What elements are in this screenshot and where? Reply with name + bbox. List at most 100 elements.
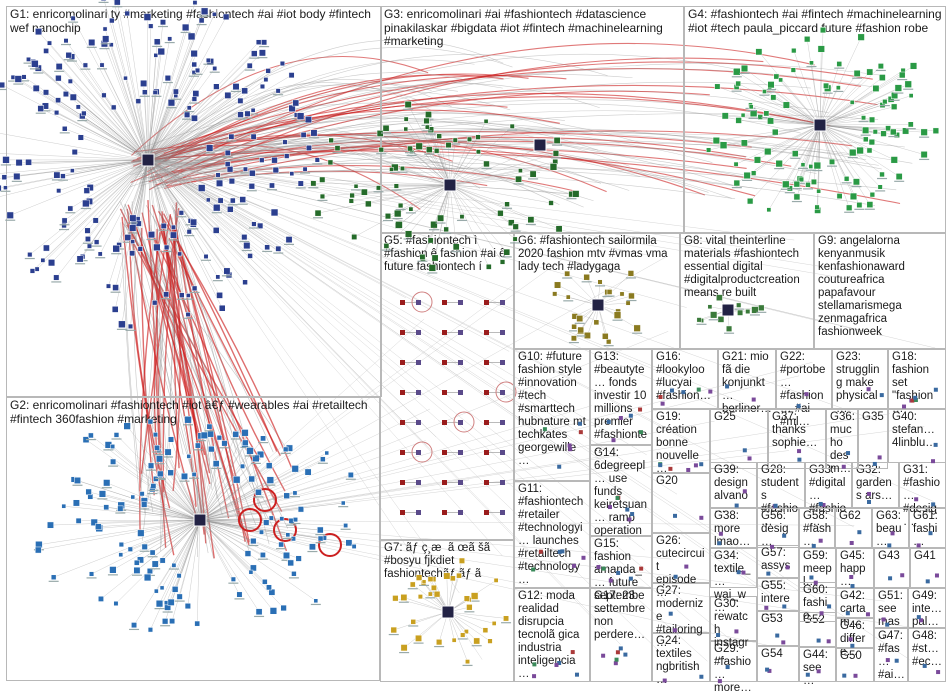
g1-node[interactable] <box>315 158 320 163</box>
g48-node[interactable] <box>923 664 927 668</box>
g2-node[interactable] <box>279 542 284 547</box>
g2-node[interactable] <box>148 419 153 424</box>
g3-node[interactable] <box>361 189 367 195</box>
g6-node[interactable] <box>626 301 630 305</box>
g3-node[interactable] <box>550 163 557 170</box>
g1-node[interactable] <box>213 227 219 233</box>
g13-node[interactable] <box>639 430 643 434</box>
g1-node[interactable] <box>192 286 197 291</box>
g6-hub-node[interactable] <box>592 299 604 311</box>
g1-node[interactable] <box>55 98 60 103</box>
g5-node[interactable] <box>484 510 489 515</box>
g7-node[interactable] <box>452 638 456 642</box>
g4-node[interactable] <box>801 163 805 167</box>
g7-node[interactable] <box>450 576 455 581</box>
g2-node[interactable] <box>208 446 214 452</box>
g37-node[interactable] <box>797 458 801 462</box>
g2-node[interactable] <box>242 429 249 436</box>
g4-node[interactable] <box>908 122 913 127</box>
g38-node[interactable] <box>717 541 721 545</box>
g4-node[interactable] <box>715 84 720 89</box>
g2-node[interactable] <box>35 547 41 553</box>
g4-node[interactable] <box>776 160 783 167</box>
g60-node[interactable] <box>820 611 824 615</box>
g1-node[interactable] <box>144 14 151 21</box>
g1-node[interactable] <box>164 245 169 250</box>
g1-node[interactable] <box>259 158 264 163</box>
g54-node[interactable] <box>765 668 769 672</box>
g2-node[interactable] <box>242 440 248 446</box>
g5-node[interactable] <box>442 420 447 425</box>
g1-node[interactable] <box>31 60 38 67</box>
g4-node[interactable] <box>829 159 834 164</box>
g2-node[interactable] <box>192 472 196 476</box>
g16-node[interactable] <box>658 395 662 399</box>
g1-node[interactable] <box>240 197 246 203</box>
g1-node[interactable] <box>66 52 72 58</box>
g4-node[interactable] <box>706 148 711 153</box>
g3-node[interactable] <box>383 125 389 131</box>
g17-node[interactable] <box>616 650 620 654</box>
g2-node[interactable] <box>195 621 200 626</box>
g2-node[interactable] <box>260 436 265 441</box>
g16-node[interactable] <box>681 390 685 394</box>
g2-node[interactable] <box>247 447 254 454</box>
g6-node[interactable] <box>602 333 608 339</box>
g3-node[interactable] <box>385 213 391 219</box>
g6-node[interactable] <box>607 289 612 294</box>
g41-node[interactable] <box>926 579 930 583</box>
g2-node[interactable] <box>207 424 212 429</box>
g7-node[interactable] <box>422 580 426 584</box>
g3-node[interactable] <box>404 117 408 121</box>
g31-node[interactable] <box>914 497 918 501</box>
g1-node[interactable] <box>269 183 274 188</box>
g7-node[interactable] <box>503 616 508 621</box>
g62-node[interactable] <box>850 541 854 545</box>
g1-node[interactable] <box>163 292 168 297</box>
g3-hub-node[interactable] <box>444 179 456 191</box>
g1-node[interactable] <box>0 185 1 191</box>
g4-node[interactable] <box>791 68 796 73</box>
g1-node[interactable] <box>192 97 197 102</box>
g4-node[interactable] <box>863 137 868 142</box>
g4-node[interactable] <box>853 179 859 185</box>
g4-node[interactable] <box>754 157 761 164</box>
g5-node[interactable] <box>442 300 447 305</box>
g8-node[interactable] <box>737 310 742 315</box>
g51-node[interactable] <box>882 617 886 621</box>
g1-node[interactable] <box>129 251 134 256</box>
g1-node[interactable] <box>2 175 7 180</box>
g1-node[interactable] <box>204 254 208 258</box>
g5-node[interactable] <box>400 420 405 425</box>
g1-node[interactable] <box>261 40 266 45</box>
g1-node[interactable] <box>290 172 294 176</box>
g2-node[interactable] <box>217 435 222 440</box>
g2-node[interactable] <box>162 618 168 624</box>
g1-node[interactable] <box>55 75 61 81</box>
g2-node[interactable] <box>103 479 110 486</box>
g3-node[interactable] <box>394 184 399 189</box>
g4-node[interactable] <box>804 36 810 42</box>
g8-node[interactable] <box>697 318 702 323</box>
g3-node[interactable] <box>311 181 316 186</box>
g2-node[interactable] <box>263 520 269 526</box>
g13-node[interactable] <box>629 414 633 418</box>
g2-node[interactable] <box>114 432 119 437</box>
g2-node[interactable] <box>177 573 182 578</box>
g2-node[interactable] <box>160 586 164 590</box>
g8-node[interactable] <box>708 305 712 309</box>
g37-node[interactable] <box>797 449 801 453</box>
g3-node[interactable] <box>453 138 458 143</box>
g1-node[interactable] <box>190 219 196 225</box>
g26-node[interactable] <box>674 575 678 579</box>
g2-node[interactable] <box>76 518 81 523</box>
g6-node[interactable] <box>554 282 560 288</box>
g1-node[interactable] <box>256 40 261 45</box>
g13-node[interactable] <box>638 408 642 412</box>
g1-node[interactable] <box>251 108 255 112</box>
g1-node[interactable] <box>188 33 195 40</box>
g1-node[interactable] <box>93 218 99 224</box>
g1-node[interactable] <box>124 76 128 80</box>
g1-node[interactable] <box>186 312 190 316</box>
g1-node[interactable] <box>244 242 251 249</box>
